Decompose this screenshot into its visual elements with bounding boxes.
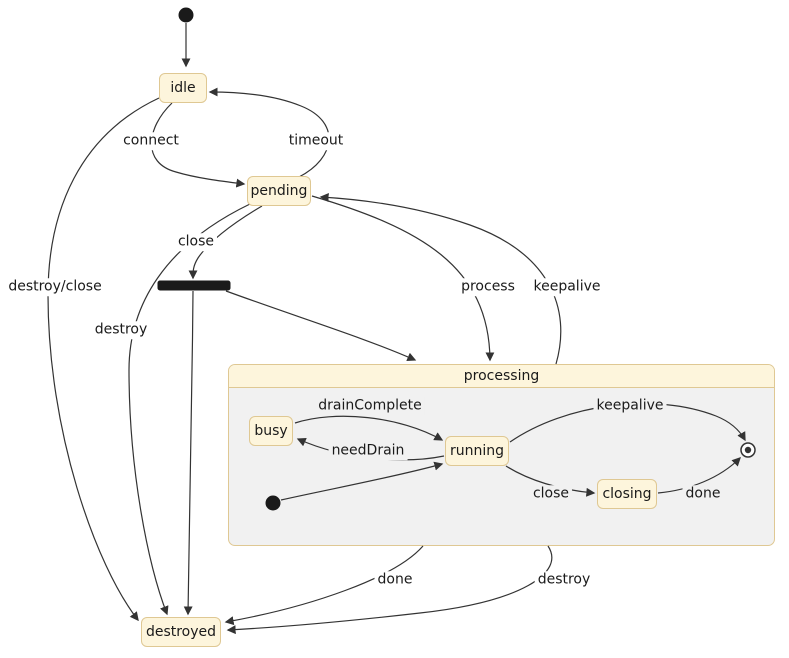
edge-label-destroy: destroy: [91, 321, 151, 339]
edge-label-destroy-outer: destroy: [534, 571, 594, 589]
composite-state-processing: processing: [228, 364, 775, 546]
edge-running-final-keepalive: [509, 403, 746, 443]
edge-label-keepalive-outer: keepalive: [530, 278, 604, 296]
state-destroyed: destroyed: [141, 617, 221, 647]
edge-label-process: process: [458, 278, 518, 296]
state-running: running: [445, 436, 509, 466]
edge-pending-processing-process: [311, 195, 495, 362]
edge-label-done-inner: done: [682, 485, 724, 503]
edge-label-timeout: timeout: [285, 132, 347, 150]
edge-label-connect: connect: [120, 132, 182, 150]
edge-label-keepalive-inner: keepalive: [593, 397, 667, 415]
composite-state-processing-title: processing: [229, 365, 774, 388]
edge-processing-destroyed-destroy: [226, 545, 553, 635]
processing-initial-state-dot: [265, 495, 281, 511]
edge-idle-destroyed-destroy-close: [47, 97, 160, 622]
edge-fork-processing: [225, 290, 417, 362]
edge-idle-pending-connect: [151, 102, 246, 188]
edge-label-done-outer: done: [374, 571, 416, 589]
edge-processing-pending-keepalive: [319, 192, 562, 365]
edge-paths: [47, 23, 746, 635]
edge-processing-initial-running: [280, 461, 444, 501]
edge-label-close: close: [174, 233, 218, 251]
state-closing: closing: [597, 479, 657, 509]
state-idle: idle: [159, 73, 207, 103]
edge-label-draincomplete: drainComplete: [315, 397, 425, 415]
state-pending: pending: [247, 176, 311, 206]
processing-final-state: [740, 442, 756, 458]
initial-state-dot: [178, 7, 194, 23]
edge-label-needdrain: needDrain: [328, 442, 408, 460]
state-busy: busy: [249, 416, 293, 446]
edge-pending-idle-timeout: [208, 87, 330, 178]
edge-fork-destroyed: [183, 290, 194, 616]
edge-processing-destroyed-done: [224, 545, 424, 626]
edge-label-destroy-close: destroy/close: [5, 278, 105, 296]
edge-closing-final-done: [657, 457, 741, 494]
edge-running-closing-close: [505, 465, 596, 497]
edge-busy-running-draincomplete: [294, 415, 444, 441]
edge-label-close-inner: close: [529, 485, 573, 503]
close-fork-bar: [157, 280, 231, 291]
edge-pending-fork-close: [188, 205, 263, 280]
